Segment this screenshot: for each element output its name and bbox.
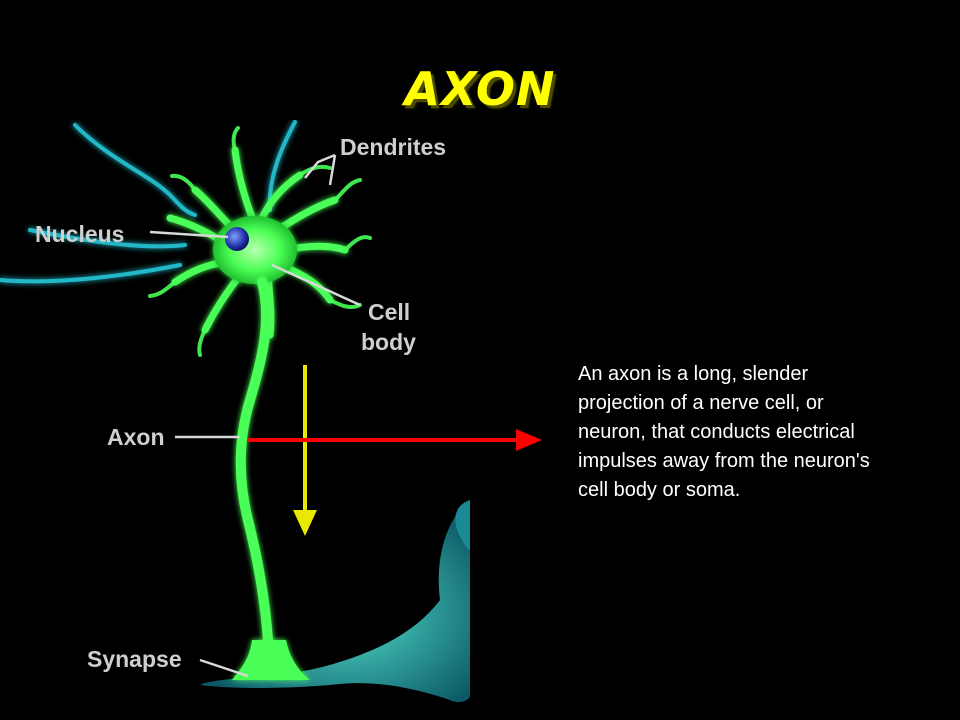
neighbor-dendrites xyxy=(0,120,297,284)
slide-title: AXON xyxy=(404,62,556,116)
axon-terminal xyxy=(232,640,310,680)
leader-lines xyxy=(149,153,361,678)
axon-description: An axon is a long, slender projection of… xyxy=(578,363,870,501)
label-axon: Axon xyxy=(107,424,165,450)
label-synapse: Synapse xyxy=(87,646,182,672)
neighbor-cell xyxy=(200,500,470,703)
nucleus-shape xyxy=(225,227,249,251)
neighbor-branch xyxy=(455,500,470,550)
axon-fiber xyxy=(235,277,280,677)
pointer-arrow xyxy=(248,429,542,451)
label-nucleus: Nucleus xyxy=(35,221,124,247)
cell-body xyxy=(213,216,297,284)
label-cell-body-line1: Cell xyxy=(368,299,410,325)
label-cell-body-line2: body xyxy=(361,329,416,355)
label-dendrites: Dendrites xyxy=(340,134,446,160)
neuron-diagram: Dendrites Nucleus Cell body Axon Synapse xyxy=(0,120,470,720)
